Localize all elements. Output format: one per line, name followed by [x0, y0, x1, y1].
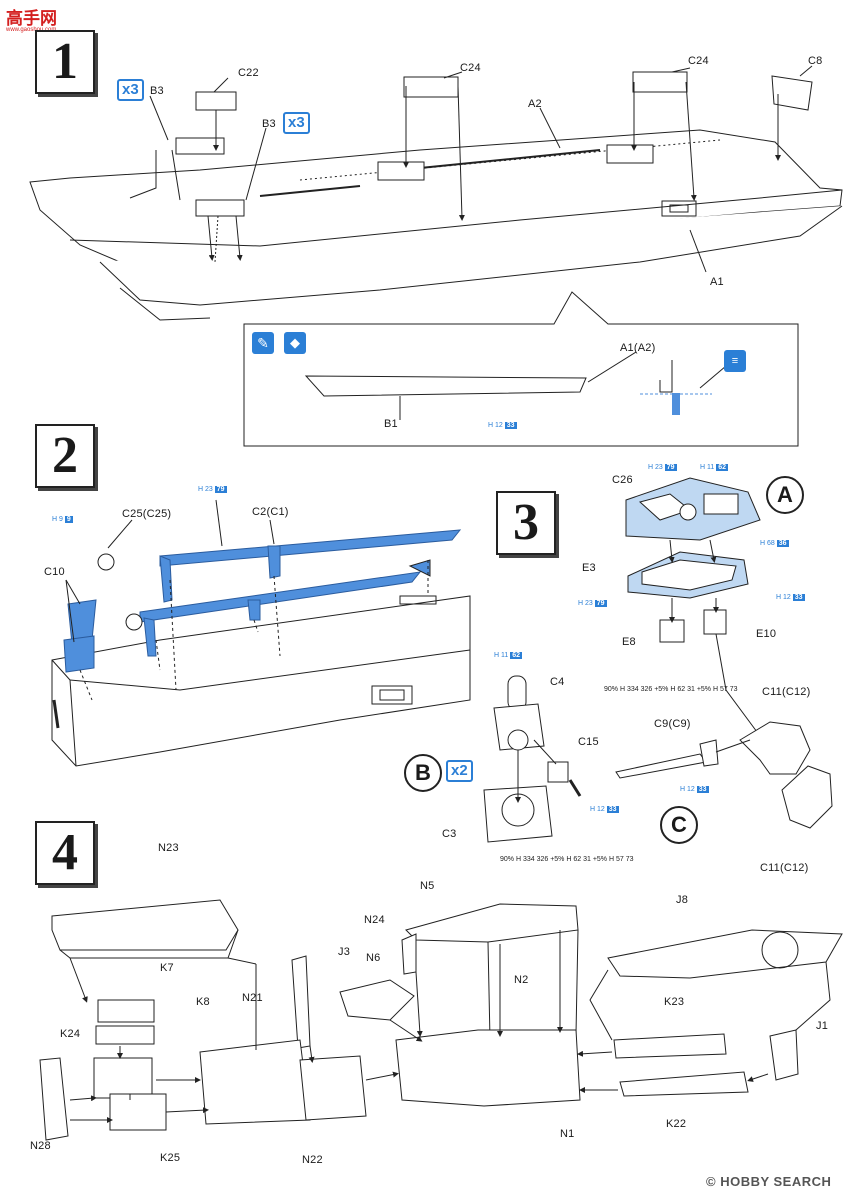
part-label-n6: N6: [366, 952, 381, 964]
part-label-k23: K23: [664, 996, 685, 1008]
part-label-k25: K25: [160, 1152, 181, 1164]
part-label-c8: C8: [808, 55, 823, 67]
paint-code: H 11 62: [494, 652, 523, 659]
part-label-c3: C3: [442, 828, 457, 840]
part-label-n22: N22: [302, 1154, 323, 1166]
part-label-c22: C22: [238, 67, 259, 79]
part-label-n28: N28: [30, 1140, 51, 1152]
paint-code: H 12 33: [488, 422, 517, 429]
part-label-c26: C26: [612, 474, 633, 486]
part-label-n1: N1: [560, 1128, 575, 1140]
paint-code: H 11 62: [700, 464, 729, 471]
paint-code: H 12 33: [590, 806, 619, 813]
part-label-n23: N23: [158, 842, 179, 854]
part-label-c2: C2(C1): [252, 506, 289, 518]
watermark: 高手网 www.gaoshou.com: [6, 4, 72, 33]
part-label-b3: B3: [262, 118, 276, 130]
step-number-4: 4: [35, 821, 95, 885]
part-label-n24: N24: [364, 914, 385, 926]
step-number-3: 3: [496, 491, 556, 555]
part-label-n2: N2: [514, 974, 529, 986]
part-label-c24: C24: [688, 55, 709, 67]
quantity-badge: x3: [283, 112, 310, 134]
part-label-j1: J1: [816, 1020, 829, 1032]
paint-mix-formula: 90% H 334 326 +5% H 62 31 +5% H 57 73: [604, 686, 738, 693]
part-label-k24: K24: [60, 1028, 81, 1040]
ship-hull-drawing: [29, 65, 843, 447]
part-label-a1: A1: [710, 276, 724, 288]
part-label-n5: N5: [420, 880, 435, 892]
paint-code: H 23 79: [648, 464, 677, 471]
part-label-a2: A2: [528, 98, 542, 110]
hobby-search-footer: © HOBBY SEARCH: [706, 1174, 832, 1189]
quantity-badge: x2: [446, 760, 473, 782]
part-label-j8: J8: [676, 894, 689, 906]
paint-code: H 12 33: [680, 786, 709, 793]
paint-code: H 23 79: [578, 600, 607, 607]
watermark-logo-text: 高手网: [6, 9, 57, 29]
part-label-c4: C4: [550, 676, 565, 688]
part-label-c10: C10: [44, 566, 65, 578]
part-label-a1-a2: A1(A2): [620, 342, 656, 354]
direction-arrows-icon: ◆: [284, 332, 306, 354]
paint-brush-icon: ✎: [252, 332, 274, 354]
part-label-b3: B3: [150, 85, 164, 97]
part-label-k7: K7: [160, 962, 174, 974]
part-label-c9: C9(C9): [654, 718, 691, 730]
part-label-b1: B1: [384, 418, 398, 430]
step4-drawing: [39, 899, 843, 1141]
part-label-c15: C15: [578, 736, 599, 748]
watermark-url: www.gaoshou.com: [6, 27, 57, 33]
step2-drawing: [51, 499, 471, 767]
paint-code: H 23 79: [198, 486, 227, 493]
paint-code: H 68 36: [760, 540, 789, 547]
paint-code: H 12 33: [776, 594, 805, 601]
part-label-e3: E3: [582, 562, 596, 574]
sub-assembly-b-marker: B: [404, 754, 442, 792]
part-label-c24: C24: [460, 62, 481, 74]
part-label-n21: N21: [242, 992, 263, 1004]
paint-mix-formula: 90% H 334 326 +5% H 62 31 +5% H 57 73: [500, 856, 634, 863]
step-number-2: 2: [35, 424, 95, 488]
sub-assembly-c-marker: C: [660, 806, 698, 844]
part-label-e8: E8: [622, 636, 636, 648]
part-label-c11-bottom: C11(C12): [760, 862, 809, 874]
step3-drawing: [483, 477, 833, 843]
sub-assembly-a-marker: A: [766, 476, 804, 514]
quantity-badge: x3: [117, 79, 144, 101]
part-label-j3: J3: [338, 946, 351, 958]
waterline-icon: ≡: [724, 350, 746, 372]
part-label-e10: E10: [756, 628, 777, 640]
paint-code: H 9 9: [52, 516, 73, 523]
part-label-k22: K22: [666, 1118, 687, 1130]
part-label-k8: K8: [196, 996, 210, 1008]
part-label-c25: C25(C25): [122, 508, 172, 520]
step-number-1: 1: [35, 30, 95, 94]
part-label-c11-top: C11(C12): [762, 686, 811, 698]
